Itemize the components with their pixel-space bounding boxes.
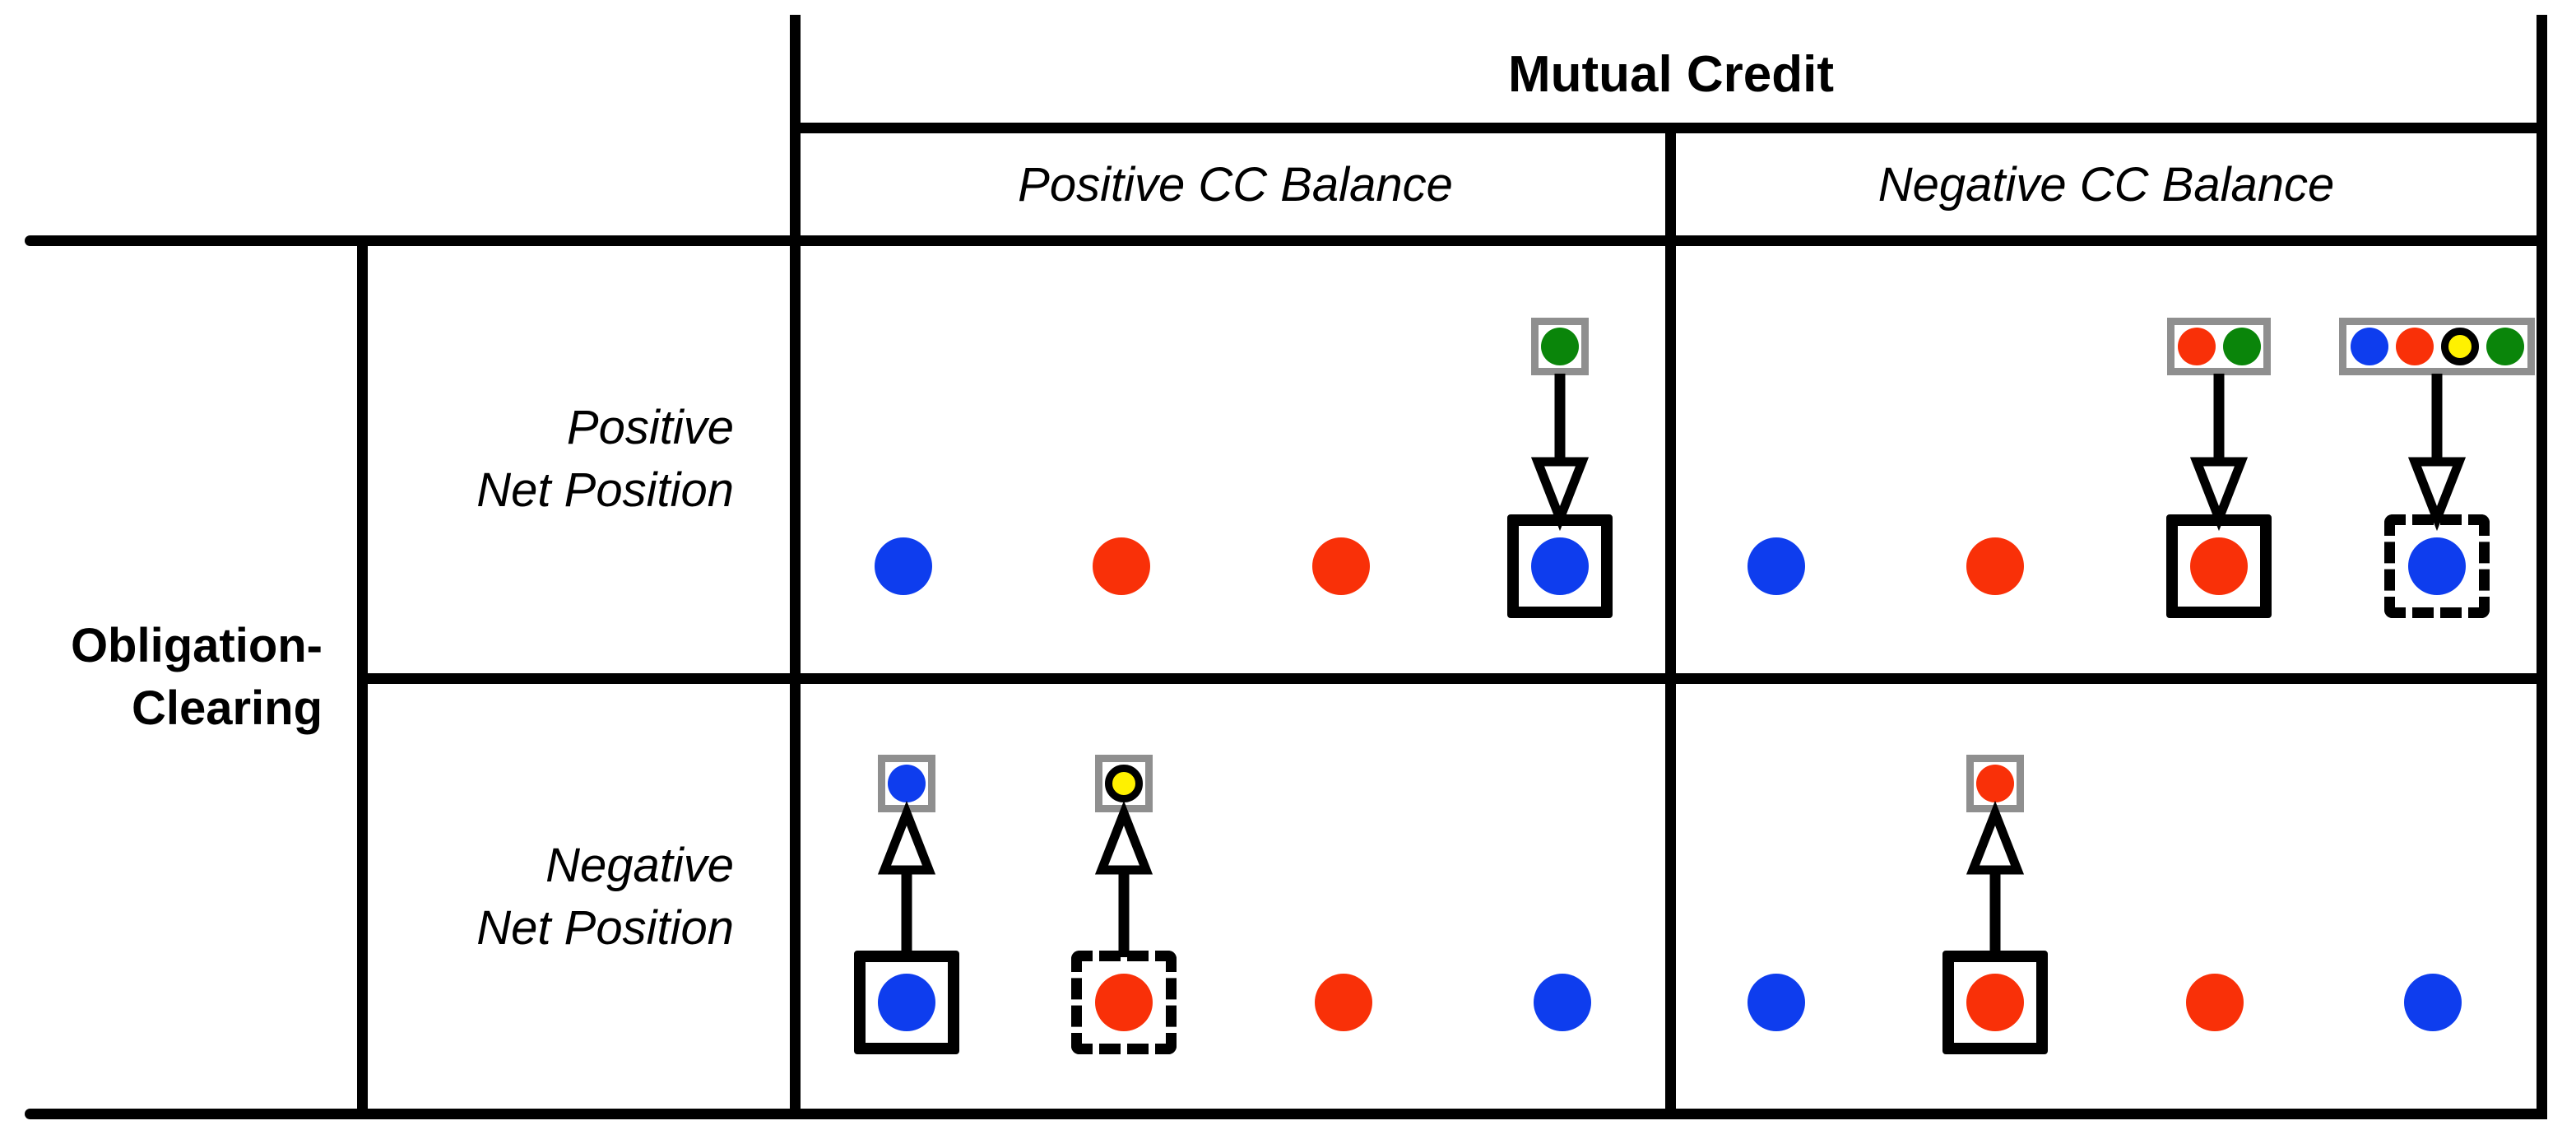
agent-dot-red: [2186, 974, 2244, 1031]
payment-dot-blue: [2350, 328, 2388, 365]
arrow-up-icon: [1966, 800, 2025, 957]
agent-dot-blue: [1748, 974, 1805, 1031]
payment-dot-red: [2395, 328, 2434, 365]
payment-box: [1531, 318, 1589, 375]
agent-dot-blue: [1531, 537, 1589, 595]
agent-dot-red: [1966, 537, 2024, 595]
arrow-up-icon: [877, 800, 936, 957]
title-mutual-credit: Mutual Credit: [795, 31, 2547, 118]
row-header-negative-net-position: Negative Net Position: [476, 839, 734, 955]
agent-dot-blue: [1748, 537, 1805, 595]
payment-dot-green: [1541, 328, 1579, 365]
title-text: Mutual Credit: [1507, 46, 1835, 103]
dashed-selection-frame: [2384, 514, 2490, 618]
payment-dot-blue: [888, 765, 926, 802]
payment-dot-red: [1976, 765, 2014, 802]
payment-box: [2167, 318, 2271, 375]
row-group-label-obligation-clearing: Obligation- Clearing: [70, 619, 323, 735]
grid-vline-right-border: [2537, 15, 2547, 1119]
row-header-positive-net-position: Positive Net Position: [476, 401, 734, 517]
payment-dot-yellow: [1105, 765, 1143, 802]
arrow-down-icon: [2189, 374, 2249, 532]
agent-dot-red: [2190, 537, 2248, 595]
agent-dot-blue: [1534, 974, 1591, 1031]
solid-selection-frame: [854, 951, 959, 1054]
agent-dot-blue: [878, 974, 935, 1031]
column-header-negative-cc-balance: Negative CC Balance: [1877, 157, 2335, 212]
payment-box: [2339, 318, 2535, 375]
grid-hline-row-divider: [357, 673, 2547, 684]
arrow-up-icon: [1094, 800, 1153, 957]
arrow-down-icon: [2407, 374, 2467, 532]
agent-dot-blue: [2404, 974, 2462, 1031]
solid-selection-frame: [1942, 951, 2048, 1054]
agent-dot-red: [1966, 974, 2024, 1031]
payment-dot-green: [2485, 328, 2524, 365]
grid-hline-bottom-border: [25, 1109, 2547, 1119]
dashed-selection-frame: [1071, 951, 1177, 1054]
solid-selection-frame: [2166, 514, 2272, 618]
agent-dot-red: [1093, 537, 1150, 595]
payment-dot-yellow: [2440, 328, 2479, 365]
arrow-down-icon: [1530, 374, 1590, 532]
agent-dot-red: [1095, 974, 1153, 1031]
grid-vline-mutual-credit-left: [790, 15, 801, 1119]
grid-hline-body-top: [25, 235, 2547, 246]
payment-dot-green: [2222, 328, 2261, 365]
payment-dot-red: [2177, 328, 2216, 365]
grid-vline-column-divider: [1665, 123, 1676, 1119]
agent-dot-red: [1315, 974, 1372, 1031]
column-header-positive-cc-balance: Positive CC Balance: [1018, 157, 1453, 212]
payment-box: [1966, 755, 2024, 812]
agent-dot-red: [1312, 537, 1370, 595]
agent-dot-blue: [2408, 537, 2466, 595]
agent-dot-blue: [875, 537, 932, 595]
